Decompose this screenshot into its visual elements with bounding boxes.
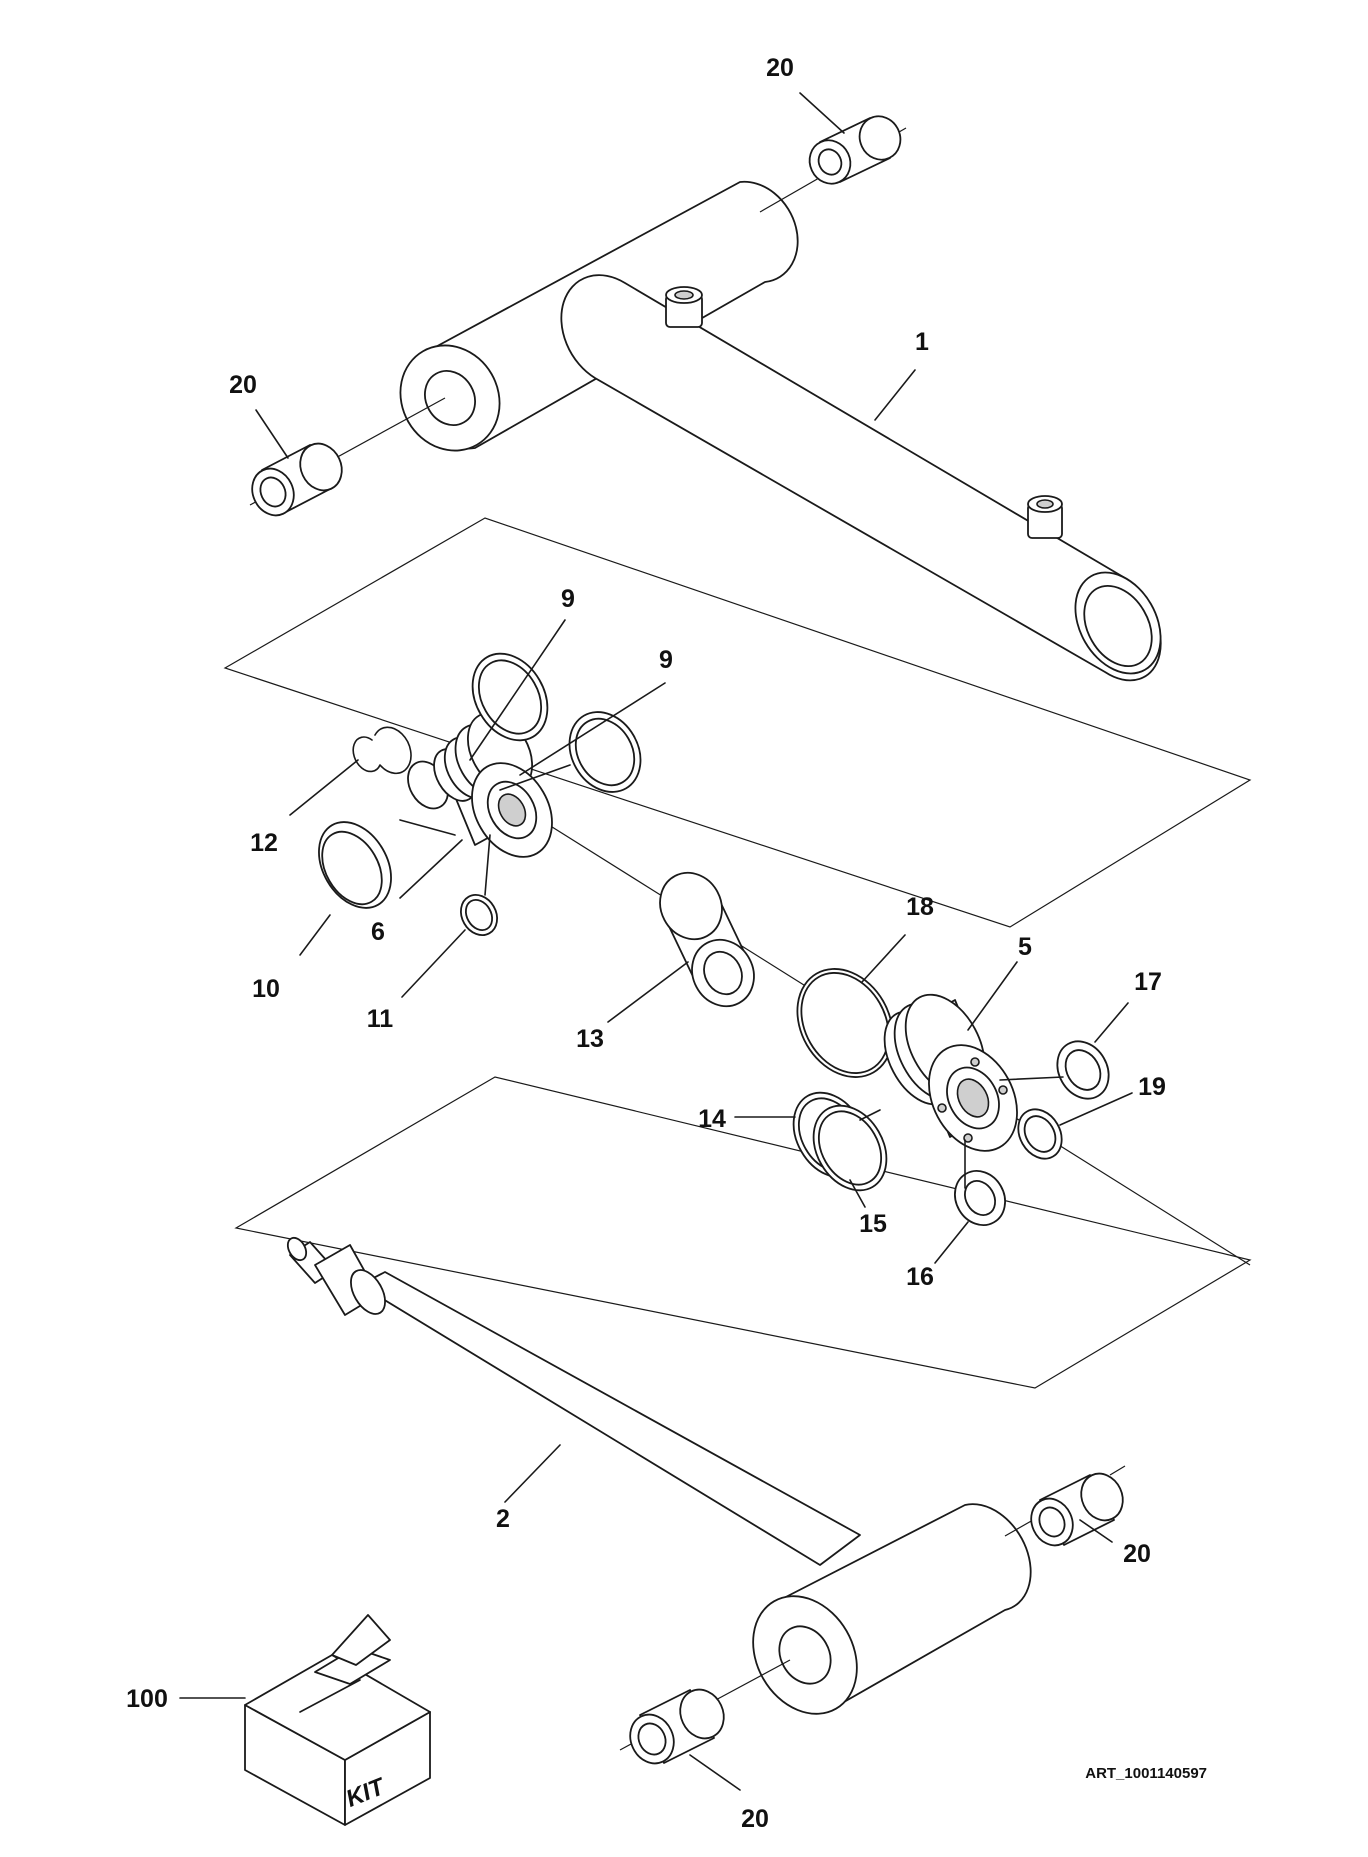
part-18-o-ring <box>796 968 894 1078</box>
callout-20: 20 <box>741 1805 769 1833</box>
leader-lines <box>179 92 1133 1791</box>
callout-9: 9 <box>561 585 575 613</box>
callouts: 20 1 20 9 9 12 6 10 11 18 5 17 13 19 14 … <box>126 54 1166 1833</box>
part-100-kit-box: KIT <box>244 1614 431 1826</box>
callout-18: 18 <box>906 893 934 921</box>
callout-9: 9 <box>659 646 673 674</box>
part-17-seal <box>1056 1040 1110 1100</box>
part-20-bushing-bottom-left <box>629 1688 725 1765</box>
section-plane-lower <box>234 1076 1252 1389</box>
callout-14: 14 <box>698 1105 726 1133</box>
callout-2: 2 <box>496 1505 510 1533</box>
part-20-bushing-bottom-right <box>1030 1472 1124 1547</box>
part-6-piston <box>407 712 553 858</box>
callout-15: 15 <box>859 1210 887 1238</box>
part-20-bushing-top-left <box>251 442 343 517</box>
part-5-head <box>883 993 1018 1152</box>
part-15-wear-ring <box>812 1104 888 1192</box>
section-plane-upper <box>223 517 1252 928</box>
part-9-seal-b <box>568 711 642 793</box>
part-11-o-ring <box>460 894 498 936</box>
part-10-wear-ring <box>318 821 392 909</box>
part-19-ring <box>1017 1108 1063 1160</box>
callout-10: 10 <box>252 975 280 1003</box>
callout-11: 11 <box>367 1005 394 1033</box>
part-20-bushing-top-right <box>808 115 902 185</box>
callout-20: 20 <box>1123 1540 1151 1568</box>
callout-12: 12 <box>250 829 278 857</box>
callout-20: 20 <box>229 371 257 399</box>
callout-100: 100 <box>126 1685 168 1713</box>
callout-19: 19 <box>1138 1073 1166 1101</box>
part-16-wiper <box>954 1170 1006 1226</box>
callout-17: 17 <box>1134 968 1162 996</box>
art-number: ART_1001140597 <box>1085 1765 1207 1782</box>
callout-20: 20 <box>766 54 794 82</box>
callout-6: 6 <box>371 918 385 946</box>
callout-16: 16 <box>906 1263 934 1291</box>
callout-5: 5 <box>1018 933 1032 961</box>
callout-1: 1 <box>915 328 929 356</box>
part-12-retaining-ring <box>352 726 412 775</box>
part-2-piston-rod <box>286 1236 861 1566</box>
part-2-rod-eye <box>752 1503 1032 1715</box>
callout-13: 13 <box>576 1025 604 1053</box>
part-1-cylinder-barrel <box>399 180 1162 682</box>
part-13-spacer <box>659 871 755 1008</box>
